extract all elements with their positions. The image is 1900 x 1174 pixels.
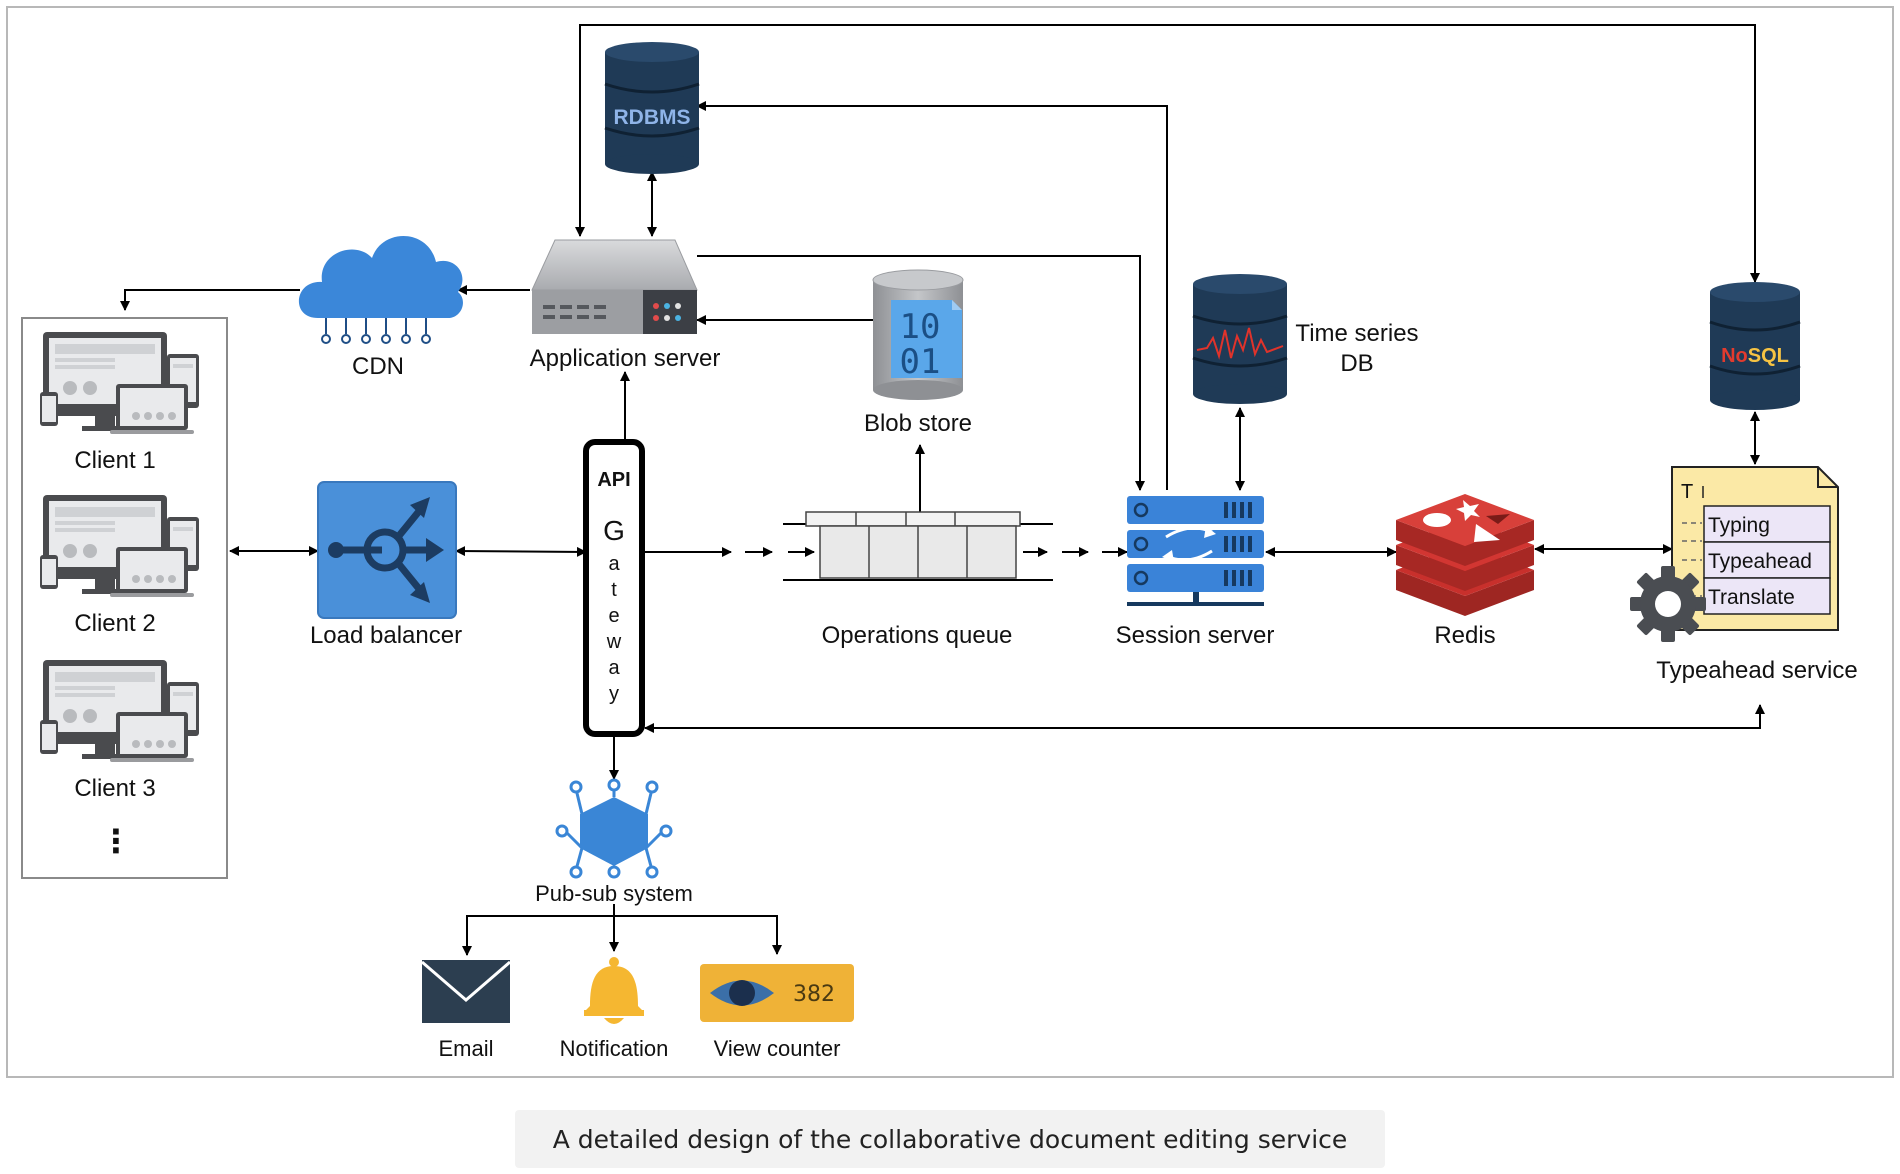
operations-queue-icon[interactable]: [783, 511, 1053, 581]
session-server-label: Session server: [1116, 622, 1275, 649]
client-device-1[interactable]: [40, 332, 199, 434]
envelope-icon[interactable]: [421, 960, 511, 1023]
typeahead-item-typing-box: [1703, 505, 1831, 543]
gear-icon: [1630, 566, 1706, 642]
view-counter-icon[interactable]: 382: [700, 964, 854, 1022]
typeahead-item-translate-box: [1703, 577, 1831, 615]
typeahead-item-typeahead: Typeahead: [1708, 550, 1812, 573]
gateway-letter-y: y: [609, 683, 619, 705]
diagram-frame: [6, 6, 1894, 1078]
client-label-1: Client 1: [74, 447, 155, 474]
operations-queue-label: Operations queue: [822, 622, 1013, 649]
typeahead-item-translate: Translate: [1708, 586, 1795, 609]
clients-more-indicator: ⋮: [100, 823, 132, 859]
bell-icon[interactable]: [584, 957, 644, 1024]
cdn-cloud-icon[interactable]: [298, 235, 463, 344]
pubsub-label: Pub-sub system: [535, 881, 693, 906]
gateway-letter-e: e: [608, 605, 619, 627]
gateway-letter-g: G: [603, 515, 625, 546]
edge-session-rdbms: [696, 101, 1168, 490]
api-gateway[interactable]: API G a t e w a y: [583, 439, 645, 737]
notification-label: Notification: [560, 1036, 669, 1061]
load-balancer-label: Load balancer: [310, 622, 462, 649]
typeahead-service-label: Typeahead service: [1656, 657, 1857, 684]
nosql-database-icon[interactable]: NoSQL: [1709, 282, 1801, 410]
gateway-letter-t: t: [611, 579, 617, 601]
client-label-3: Client 3: [74, 775, 155, 802]
gateway-letter-w: w: [606, 631, 622, 653]
edge-lb-gateway: [455, 546, 587, 557]
application-server-label: Application server: [530, 345, 721, 372]
timeseries-label-line1: Time series: [1295, 320, 1418, 347]
edge-cdn-clients: [120, 289, 300, 311]
pubsub-hexagon-icon[interactable]: [555, 778, 673, 879]
rdbms-label: RDBMS: [614, 106, 691, 129]
blob-store-icon[interactable]: 10 01: [872, 269, 964, 400]
blob-binary-bottom: 01: [900, 342, 941, 382]
edge-typeahead-gateway: [644, 704, 1765, 733]
api-gateway-title: API: [597, 469, 630, 491]
typeahead-item-typing: Typing: [1708, 514, 1770, 537]
view-counter-count: 382: [793, 982, 835, 1007]
gateway-letter-a1: a: [608, 553, 620, 575]
edge-app-nosql: [575, 24, 1760, 283]
gateway-letter-a2: a: [608, 657, 620, 679]
blob-store-label: Blob store: [864, 410, 972, 437]
rdbms-database-icon[interactable]: RDBMS: [604, 42, 700, 174]
view-counter-label: View counter: [714, 1036, 841, 1061]
typeahead-doc-letter: T: [1681, 481, 1693, 503]
edge-pubsub-consumers: [466, 915, 782, 955]
diagram-caption: A detailed design of the collaborative d…: [552, 1124, 1348, 1154]
timeseries-database-icon[interactable]: [1192, 274, 1288, 404]
redis-icon[interactable]: [1396, 494, 1534, 616]
client-device-3[interactable]: [40, 660, 199, 762]
application-server[interactable]: [531, 239, 698, 334]
connectors: [120, 24, 1765, 956]
clients-group: Client 1 Client 2 Client 3: [40, 332, 199, 802]
client-label-2: Client 2: [74, 610, 155, 637]
timeseries-label-line2: DB: [1340, 350, 1373, 377]
caption-box: A detailed design of the collaborative d…: [515, 1110, 1385, 1168]
redis-label: Redis: [1434, 622, 1495, 649]
client-device-2[interactable]: [40, 495, 199, 597]
typeahead-service[interactable]: T Typing Typeahead Translate: [1630, 466, 1839, 642]
cdn-label: CDN: [352, 353, 404, 380]
session-server-icon[interactable]: [1127, 496, 1264, 606]
blob-binary-top: 10: [900, 307, 941, 347]
load-balancer-icon[interactable]: [317, 481, 457, 619]
email-label: Email: [438, 1036, 493, 1061]
nosql-label: NoSQL: [1721, 345, 1789, 367]
